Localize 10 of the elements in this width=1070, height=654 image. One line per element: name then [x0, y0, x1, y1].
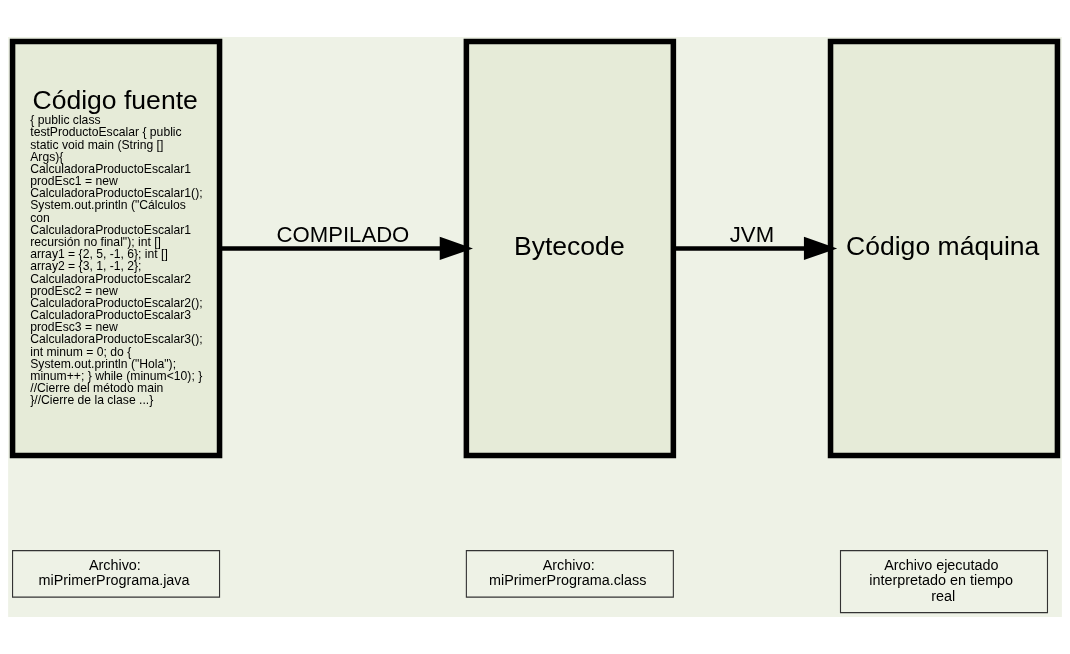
- node-box: Archivo ejecutado interpretado en tiempo real: [839, 550, 1049, 614]
- node-box: Código máquina: [827, 38, 1061, 459]
- edge-label: JVM: [729, 221, 775, 247]
- node-box: Código fuente { public class testProductoEscalar { public static void main (String [] Args){ CalculadoraProductoEscalar1 prodEsc1 = new CalculadoraProductoEscalar1(); System.out.println ("Cálculos con CalculadoraProductoEscalar1 recursión no final"); int [] array1 = {2, 5, -1, 6}; int [] array2 = {3, 1, -1, 2}; CalculadoraProductoEscalar2 prodEsc2 = new CalculadoraProductoEscalar2(); CalculadoraProductoEscalar3 prodEsc3 = new CalculadoraProductoEscalar3(); int minum = 0; do { System.out.println ("Hola"); minum++; } while (minum<10); } //Cierre del método main }//Cierre de la clase ...}: [9, 38, 223, 459]
- node-box: Bytecode: [463, 38, 677, 459]
- node-box: Archivo: miPrimerPrograma.class: [465, 550, 674, 598]
- node-box: Archivo: miPrimerPrograma.java: [12, 550, 221, 598]
- arrow: [673, 236, 838, 261]
- arrow: [219, 236, 473, 261]
- edge-label: COMPILADO: [276, 221, 410, 247]
